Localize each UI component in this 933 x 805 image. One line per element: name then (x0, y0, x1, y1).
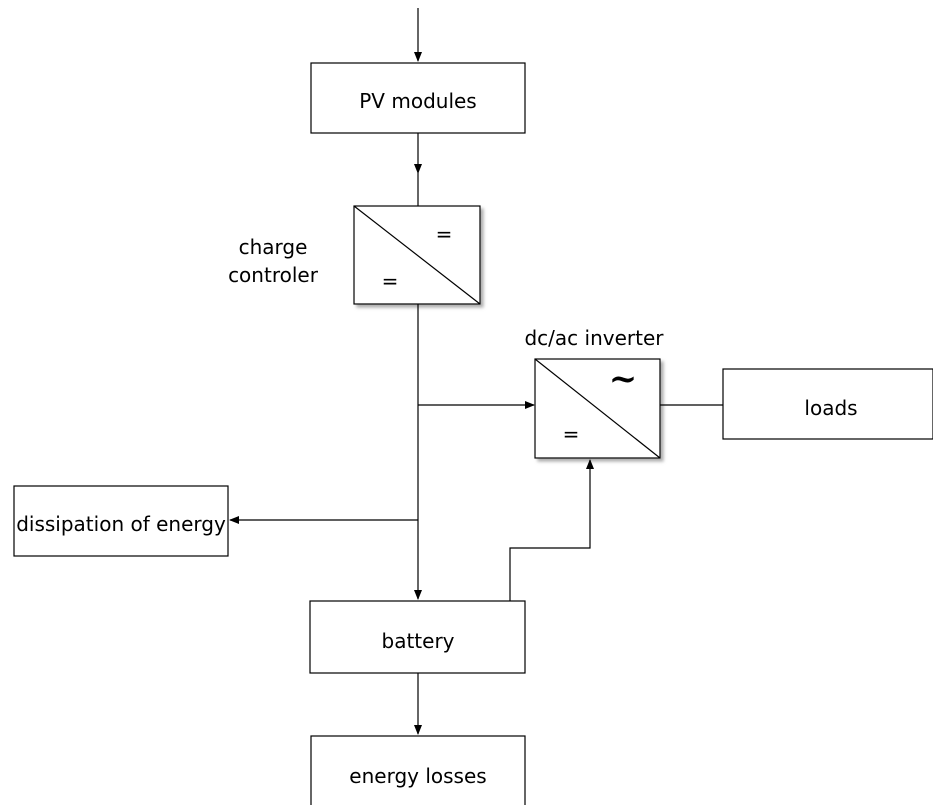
dissipation-block: dissipation of energy (13, 485, 229, 557)
inverter-title: dc/ac inverter (524, 326, 664, 350)
inverter-symbol-dc: = (563, 422, 580, 446)
charge-controller-block: = = (353, 205, 481, 305)
inverter-diagonal (534, 358, 661, 459)
energy-losses-label: energy losses (349, 764, 486, 788)
inverter-symbol-ac: ~ (609, 359, 638, 399)
controller-diagonal (353, 205, 481, 305)
controller-symbol-top: = (436, 222, 453, 246)
battery-label: battery (382, 629, 455, 653)
pv-modules-block: PV modules (310, 62, 526, 134)
charge-controller-label-line2: controler (228, 263, 319, 287)
battery-block: battery (309, 600, 526, 674)
loads-block: loads (722, 368, 933, 440)
battery-to-inverter-arrow (509, 459, 594, 601)
loads-label: loads (804, 396, 857, 420)
dissipation-label: dissipation of energy (16, 512, 226, 536)
pv-modules-label: PV modules (359, 89, 476, 113)
controller-symbol-bottom: = (382, 269, 399, 293)
energy-losses-block: energy losses (310, 735, 526, 805)
charge-controller-label-line1: charge (239, 235, 308, 259)
inverter-block: ~ = (534, 358, 661, 459)
